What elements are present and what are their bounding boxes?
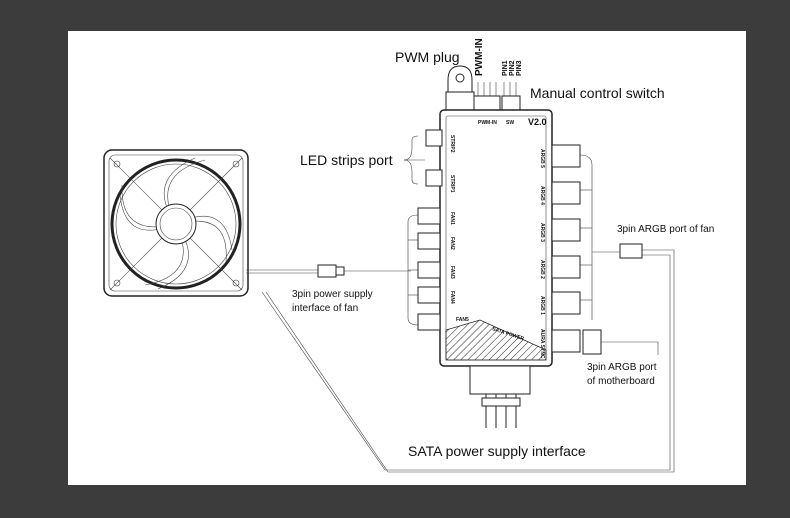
- argb3-port: [551, 218, 581, 242]
- pin1-label: PIN1: [502, 60, 509, 76]
- board-pwm-in: PWM-IN: [478, 120, 497, 126]
- board-strip1: STRIP1: [449, 175, 455, 193]
- manual-switch-label: Manual control switch: [530, 85, 665, 101]
- argb5-port: [551, 144, 581, 168]
- argb-fan-connector: [619, 243, 643, 259]
- board-version: V2.0: [528, 117, 547, 127]
- board-argb2: ARGB 2: [539, 260, 545, 279]
- board-fan3: FAN3: [449, 266, 455, 279]
- board-fan2: FAN2: [449, 237, 455, 250]
- strip1-port: [425, 169, 443, 187]
- board-fan5: FAN5: [456, 317, 469, 323]
- pwm-in-label: PWM-IN: [474, 38, 485, 76]
- fan2-port: [417, 232, 441, 250]
- board-argb5: ARGB 5: [539, 149, 545, 168]
- pin2-label: PIN2: [509, 60, 516, 76]
- board-strip2: STRIP2: [449, 135, 455, 153]
- board-fan1: FAN1: [449, 212, 455, 225]
- argb1-port: [551, 291, 581, 315]
- pwm-plug-label: PWM plug: [395, 49, 460, 65]
- led-strips-label: LED strips port: [300, 152, 393, 168]
- argb-motherboard-connector: [582, 329, 602, 355]
- sata-interface-label: SATA power supply interface: [408, 443, 586, 459]
- diagram-svg: PWM-IN SW V2.0 STRIP2 STRIP1 FAN1 FAN2 F…: [103, 38, 714, 473]
- argb4-port: [551, 181, 581, 205]
- board-fan4: FAN4: [449, 291, 455, 304]
- argb2-port: [551, 255, 581, 279]
- aura-sync-port: [551, 329, 581, 353]
- fan3-port: [417, 261, 441, 279]
- board-aura-sync: AURA SYNC: [539, 329, 545, 359]
- sata-connector: [469, 365, 531, 395]
- board-sw: SW: [506, 120, 514, 126]
- fan5-port: [417, 313, 441, 331]
- argb-mb-label-line2: of motherboard: [587, 376, 655, 387]
- fan-illustration: [103, 149, 249, 297]
- fan1-port: [417, 207, 441, 225]
- fan-power-label-line2: interface of fan: [292, 303, 358, 314]
- strip2-port: [425, 129, 443, 147]
- fan4-port: [417, 286, 441, 304]
- fan-power-label-line1: 3pin power supply: [292, 289, 373, 300]
- board-argb3: ARGB 3: [539, 223, 545, 242]
- argb-fan-label: 3pin ARGB port of fan: [617, 224, 714, 235]
- wiring: [246, 135, 675, 473]
- fan-power-connector: [317, 264, 337, 278]
- pwm-plug-hole-icon: [455, 73, 465, 83]
- pin3-label: PIN3: [516, 60, 523, 76]
- argb-mb-label-line1: 3pin ARGB port: [587, 362, 657, 373]
- diagram-canvas: PWM-IN SW V2.0 STRIP2 STRIP1 FAN1 FAN2 F…: [68, 31, 746, 485]
- board-argb4: ARGB 4: [539, 186, 545, 205]
- board-argb1: ARGB 1: [539, 296, 545, 315]
- controller-hub: PWM-IN SW V2.0 STRIP2 STRIP1 FAN1 FAN2 F…: [417, 65, 581, 428]
